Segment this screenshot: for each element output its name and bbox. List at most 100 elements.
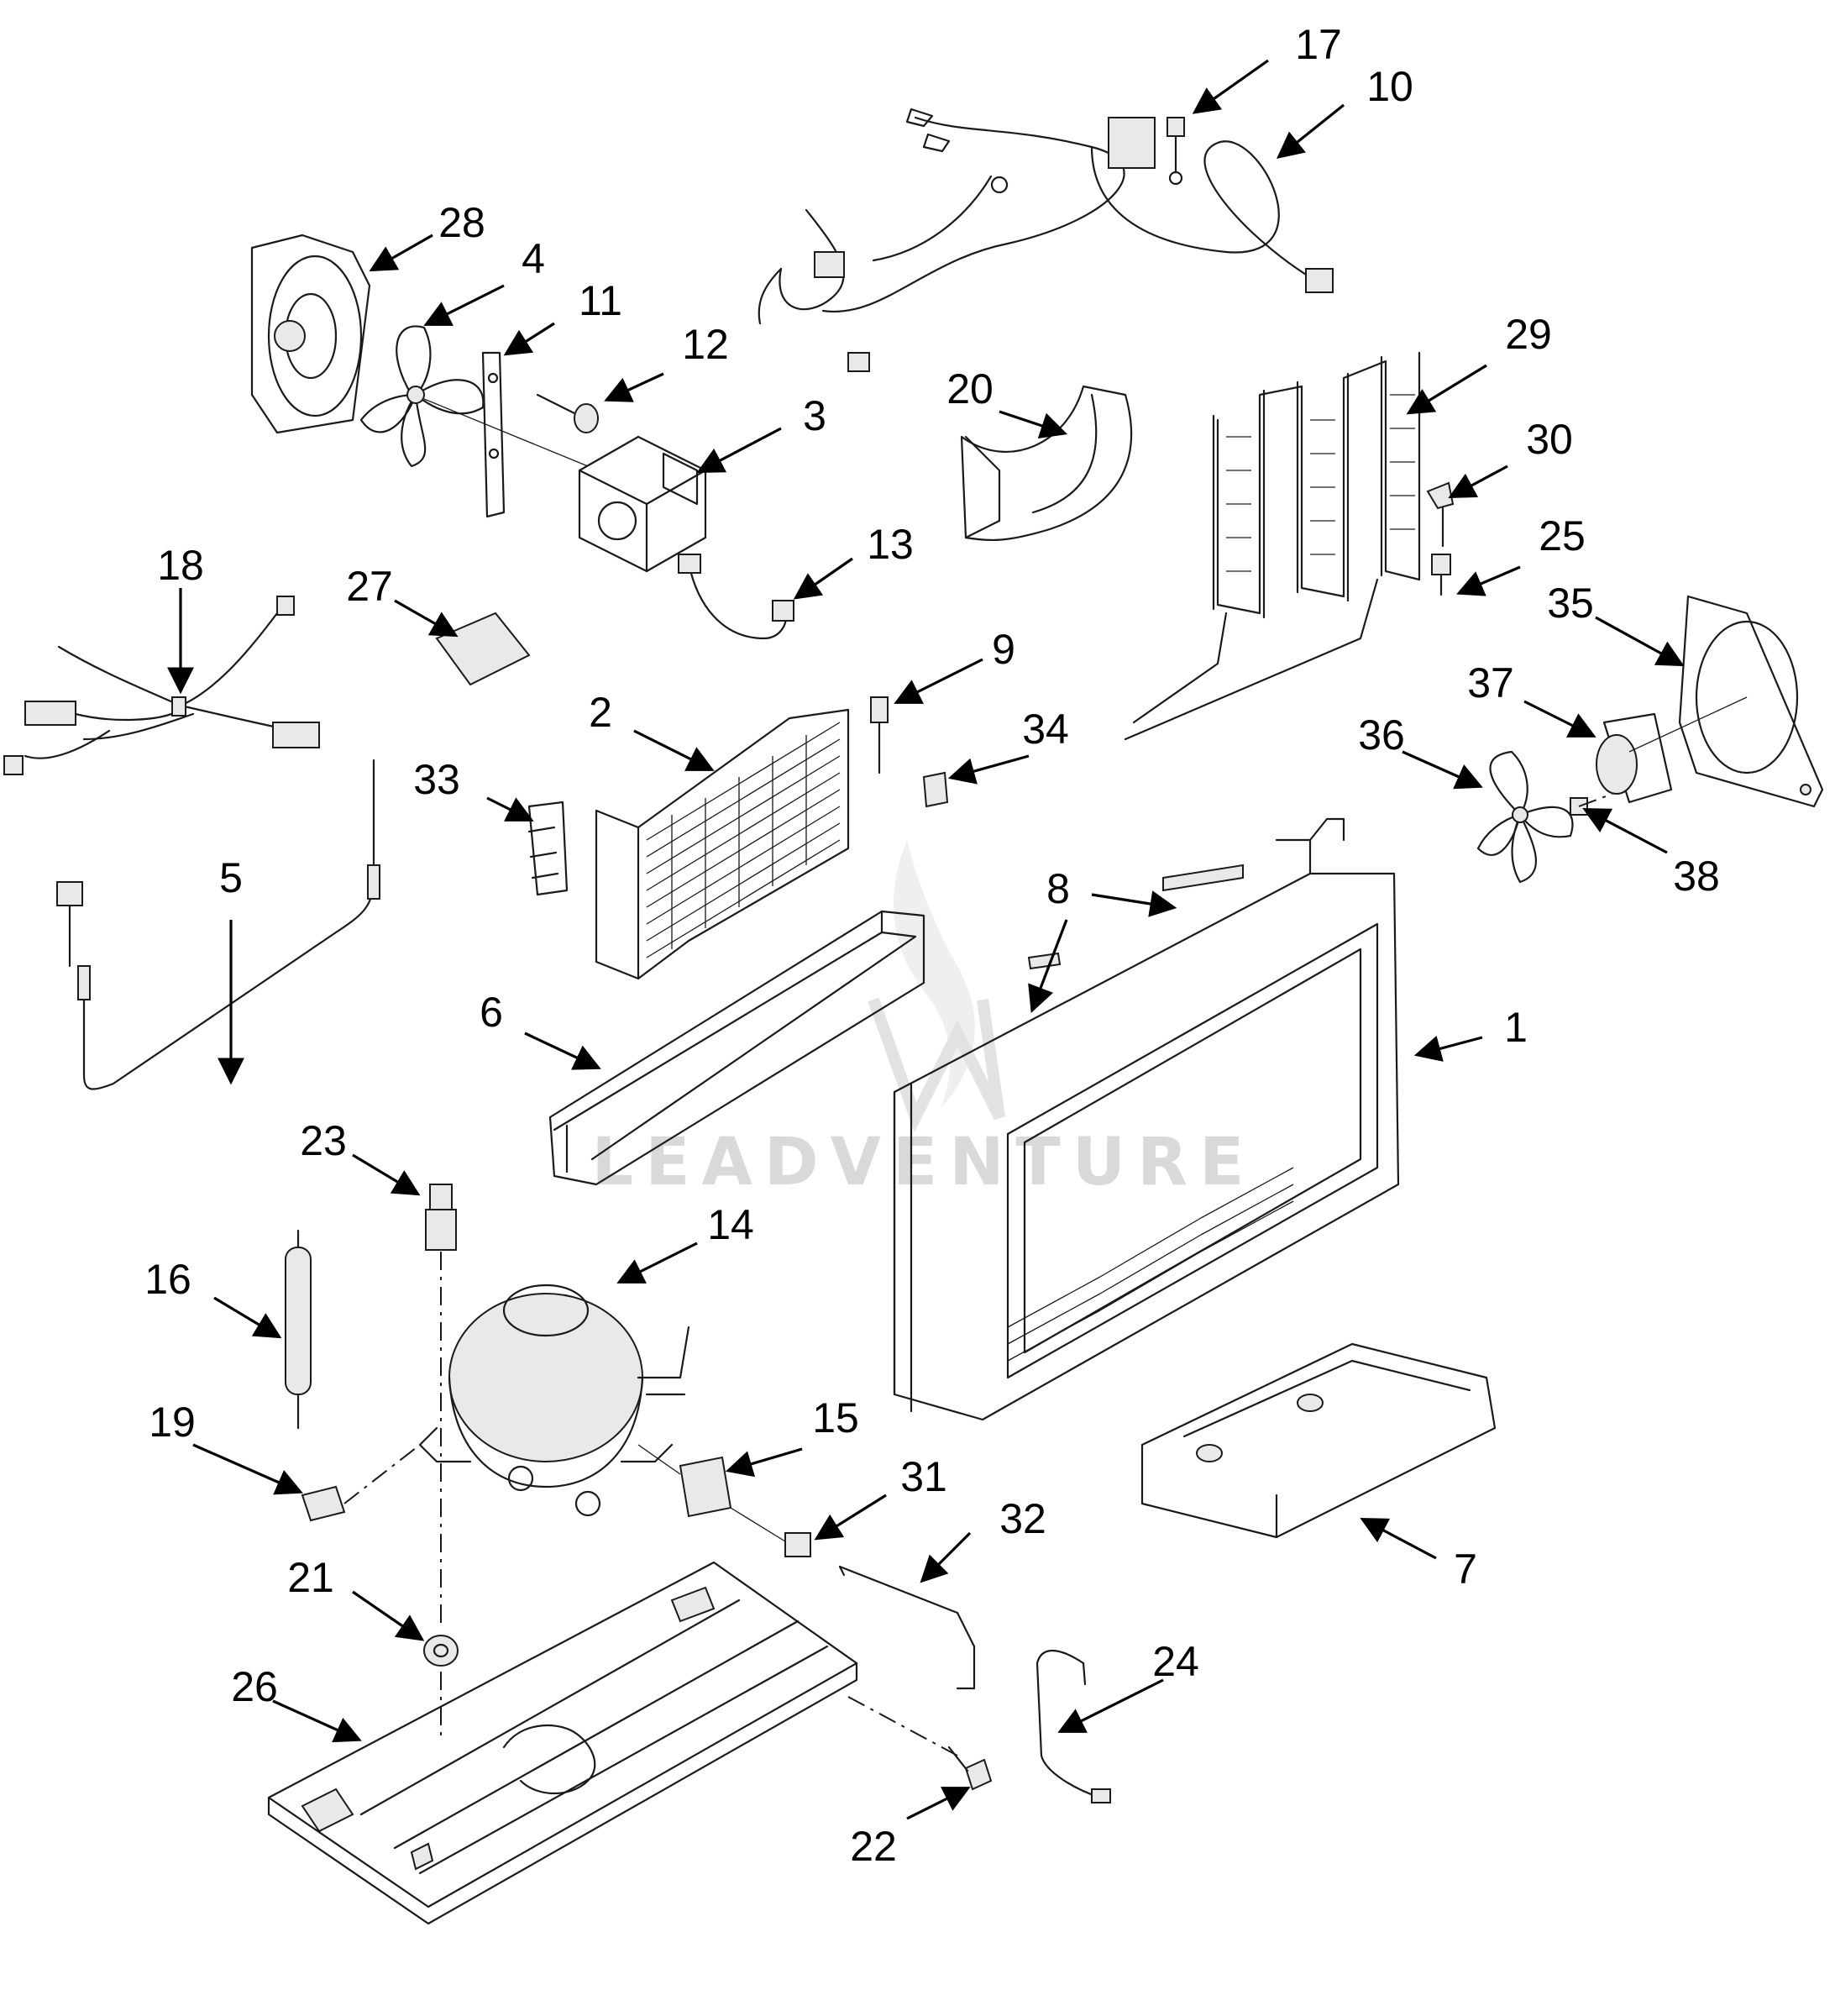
leader-15 <box>725 1447 803 1478</box>
part-2-evaporator <box>595 708 850 980</box>
leader-4 <box>423 284 505 326</box>
part-34-clip <box>922 771 949 808</box>
callout-21: 21 <box>287 1554 334 1601</box>
part-3-fan-motor <box>578 435 707 573</box>
part-11-bracket <box>481 351 506 518</box>
callout-27: 27 <box>346 563 393 610</box>
leader-13 <box>793 557 853 600</box>
leader-38 <box>1582 808 1668 854</box>
part-30-clip <box>1426 481 1455 548</box>
callout-38: 38 <box>1673 853 1720 900</box>
part-32-tube <box>838 1565 976 1690</box>
callout-9: 9 <box>992 626 1015 673</box>
callout-22: 22 <box>850 1823 897 1870</box>
part-7-drain-pan <box>1140 1342 1497 1539</box>
leader-24 <box>1057 1678 1164 1733</box>
callout-19: 19 <box>149 1399 196 1446</box>
leader-32 <box>920 1531 972 1583</box>
watermark: LEADVENTURE <box>592 840 1256 1200</box>
part-9-sensor <box>870 696 889 774</box>
part-22-bolt <box>947 1746 993 1791</box>
assembly-lines <box>343 793 1613 1756</box>
callout-7: 7 <box>1454 1546 1477 1593</box>
part-13-motor-harness <box>678 554 794 640</box>
part-37-condenser-fan-motor <box>1596 696 1748 804</box>
callout-12: 12 <box>682 321 729 368</box>
leader-34 <box>947 754 1030 785</box>
callout-24: 24 <box>1152 1638 1199 1685</box>
callout-16: 16 <box>144 1256 191 1303</box>
leader-12 <box>604 372 664 402</box>
callout-33: 33 <box>413 756 460 803</box>
part-35-fan-shroud <box>1678 595 1824 808</box>
part-26-base-plate <box>267 1561 858 1925</box>
callout-26: 26 <box>231 1663 278 1710</box>
part-4-fan-blade <box>359 325 589 468</box>
callout-13: 13 <box>867 521 914 568</box>
part-20-air-duct <box>960 385 1133 542</box>
leader-16 <box>213 1296 282 1339</box>
callout-5: 5 <box>219 854 243 901</box>
callout-29: 29 <box>1505 311 1552 358</box>
leader-31 <box>814 1494 887 1541</box>
callout-14: 14 <box>707 1201 754 1248</box>
part-21-grommet <box>423 1635 459 1667</box>
callout-28: 28 <box>438 199 485 246</box>
callout-36: 36 <box>1358 711 1405 759</box>
callout-37: 37 <box>1467 659 1514 706</box>
callout-1: 1 <box>1504 1004 1528 1051</box>
part-25-screw <box>1431 554 1451 596</box>
part-5-sensor <box>56 759 380 1090</box>
leader-29 <box>1406 364 1487 415</box>
callout-20: 20 <box>946 365 994 412</box>
part-36-condenser-fan-blade <box>1476 750 1574 884</box>
leader-26 <box>272 1699 362 1743</box>
callout-8: 8 <box>1046 865 1070 912</box>
leader-21 <box>352 1590 425 1641</box>
part-1-frame <box>893 817 1400 1421</box>
callout-30: 30 <box>1526 416 1573 463</box>
part-28-fan-shroud <box>250 234 371 434</box>
callout-6: 6 <box>480 989 503 1036</box>
leader-1 <box>1413 1035 1483 1062</box>
callout-34: 34 <box>1022 706 1069 753</box>
part-6-drain-tray <box>548 910 925 1186</box>
part-18-wire-harness <box>3 596 320 775</box>
callout-10: 10 <box>1366 63 1413 110</box>
part-19-clip <box>301 1485 346 1522</box>
part-14-compressor <box>418 1284 690 1517</box>
part-10-wire-harness <box>758 108 1334 372</box>
callout-18: 18 <box>157 542 204 589</box>
leader-25 <box>1456 565 1521 596</box>
leader-7 <box>1360 1518 1437 1560</box>
leader-19 <box>192 1443 303 1495</box>
callout-17: 17 <box>1295 21 1342 68</box>
leader-35 <box>1595 616 1685 667</box>
leader-lines <box>167 59 1685 1820</box>
leader-8-bottom <box>1028 919 1068 1013</box>
leader-33 <box>486 796 534 822</box>
part-24-tube <box>1035 1650 1111 1803</box>
leader-28 <box>369 234 433 272</box>
leader-8-top <box>1091 890 1177 917</box>
callout-35: 35 <box>1547 580 1594 627</box>
leader-36 <box>1402 750 1483 790</box>
callout-4: 4 <box>522 235 545 282</box>
leader-23 <box>352 1153 421 1196</box>
leader-2 <box>633 729 715 771</box>
leader-27 <box>394 599 459 638</box>
leader-20 <box>999 410 1068 439</box>
callout-32: 32 <box>999 1495 1046 1542</box>
leader-37 <box>1523 700 1596 738</box>
leader-30 <box>1448 465 1508 499</box>
callout-11: 11 <box>579 277 622 324</box>
callout-31: 31 <box>900 1453 947 1500</box>
part-17-screw <box>1167 117 1185 186</box>
watermark-text: LEADVENTURE <box>592 1125 1256 1200</box>
callout-15: 15 <box>812 1394 859 1441</box>
part-31-overload <box>730 1507 811 1557</box>
part-23-fitting <box>425 1184 457 1251</box>
callout-25: 25 <box>1539 512 1586 559</box>
callout-3: 3 <box>803 392 826 439</box>
